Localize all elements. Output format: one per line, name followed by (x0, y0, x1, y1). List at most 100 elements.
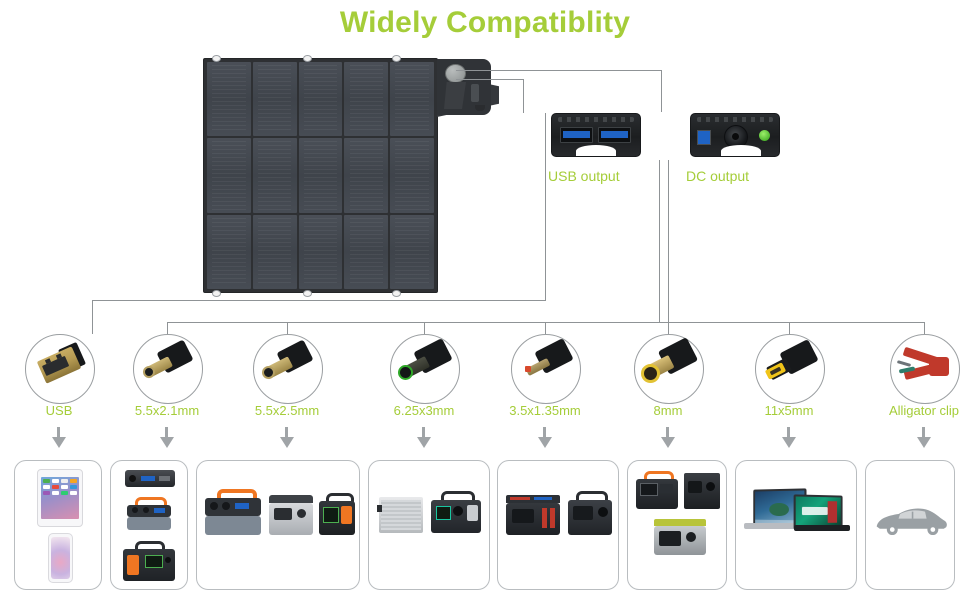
page-title: Widely Compatiblity (339, 6, 631, 39)
solar-cell (252, 214, 297, 289)
down-arrow-icon (917, 437, 931, 448)
connector-5-5x2-5mm[interactable] (253, 334, 323, 404)
solar-cell (390, 214, 434, 289)
tree-drop-line (789, 322, 790, 334)
down-arrow-icon (52, 437, 66, 448)
smartphone-device (48, 533, 73, 583)
power-station-dark-device (568, 491, 612, 535)
power-station-orange-device (636, 471, 678, 509)
power-station-green-device (654, 519, 706, 555)
connector-5-5x2-1mm[interactable] (133, 334, 203, 404)
port-flap (444, 82, 466, 109)
panel-grommet (392, 290, 401, 297)
down-arrow-icon (538, 437, 552, 448)
barrel-plug-icon (254, 335, 322, 403)
lenovo-slim-tip-icon (756, 335, 824, 403)
device-box-portable-stations-c[interactable] (497, 460, 619, 590)
tree-drop-line (545, 322, 546, 334)
usb-port-insert (601, 131, 628, 138)
panel-control-box (437, 59, 491, 115)
solar-cell (344, 214, 389, 289)
foldable-solar-panel (203, 58, 438, 293)
callout-line (456, 79, 523, 80)
connector-label-usb: USB (45, 403, 73, 418)
panel-grommet (212, 55, 221, 62)
callout-line (523, 79, 524, 113)
panel-grommet (303, 290, 312, 297)
connector-3-5x1-35mm[interactable] (511, 334, 581, 404)
chip-ridge (697, 117, 773, 122)
connector-6-25x3mm[interactable] (390, 334, 460, 404)
status-led-icon (759, 130, 770, 141)
phone-screen (51, 537, 70, 579)
tree-drop-line (668, 322, 669, 334)
panel-grommet (303, 55, 312, 62)
panel-grommet (212, 290, 221, 297)
device-box-car-battery[interactable] (865, 460, 955, 590)
device-box-laptops[interactable] (735, 460, 857, 590)
tablet-device (37, 469, 83, 527)
solar-cell (298, 62, 343, 137)
callout-line (456, 70, 661, 71)
laptop-base (794, 525, 850, 531)
power-station-silver-device (269, 495, 313, 535)
connector-label-alligator-clip: Alligator clip (888, 403, 960, 418)
callout-line (661, 70, 662, 112)
device-box-small-power-banks[interactable] (110, 460, 188, 590)
device-box-phones-tablets[interactable] (14, 460, 102, 590)
connector-usb[interactable] (25, 334, 95, 404)
connector-label-6-25x3mm: 6.25x3mm (393, 403, 455, 418)
down-arrow-icon (417, 437, 431, 448)
tree-line (92, 300, 93, 334)
arrow-stem (422, 427, 425, 438)
dc-output-label: DC output (686, 168, 750, 184)
chip-notch (721, 145, 761, 156)
barrel-plug-red-tip-icon (512, 335, 580, 403)
solar-cell (207, 138, 251, 213)
solar-cell (252, 138, 297, 213)
usb-port (598, 127, 631, 143)
arrow-stem (666, 427, 669, 438)
solar-cell (344, 62, 389, 137)
device-box-portable-stations-a[interactable] (196, 460, 360, 590)
arrow-stem (165, 427, 168, 438)
tree-line (659, 160, 660, 322)
usb-port-insert (563, 131, 590, 138)
barrel-plug-green-tip-icon (391, 335, 459, 403)
power-bank-device (125, 470, 175, 487)
power-station-black-device (123, 541, 175, 581)
connector-11x5mm[interactable] (755, 334, 825, 404)
solar-cell (252, 62, 297, 137)
panel-tab (475, 105, 485, 111)
device-box-portable-stations-d[interactable] (627, 460, 727, 590)
down-arrow-icon (782, 437, 796, 448)
connector-label-8mm: 8mm (653, 403, 683, 418)
solar-cell (298, 138, 343, 213)
tablet-screen (41, 477, 79, 519)
port-slot (471, 84, 479, 102)
power-station-gray-device (205, 489, 261, 535)
connector-alligator-clip[interactable] (890, 334, 960, 404)
device-box-portable-stations-b[interactable] (368, 460, 490, 590)
barrel-plug-icon (134, 335, 202, 403)
usb-output-chip (551, 113, 641, 157)
connector-8mm[interactable] (634, 334, 704, 404)
tree-drop-line (287, 322, 288, 334)
usb-output-label: USB output (548, 168, 620, 184)
alligator-clip-icon (891, 335, 959, 403)
down-arrow-icon (661, 437, 675, 448)
panel-grommet (392, 55, 401, 62)
tree-line (668, 160, 669, 322)
solar-cell (207, 62, 251, 137)
power-station-red-device (506, 495, 560, 535)
solar-cell (390, 62, 434, 137)
usb-a-plug-icon (26, 335, 94, 403)
connector-label-5-5x2-5mm: 5.5x2.5mm (254, 403, 320, 418)
tree-drop-line (424, 322, 425, 334)
power-station-black-device (684, 473, 720, 509)
laptop-black-device (793, 494, 850, 535)
tree-drop-line (924, 322, 925, 334)
power-station-white-device (377, 497, 423, 533)
power-station-orange-device (125, 497, 173, 531)
